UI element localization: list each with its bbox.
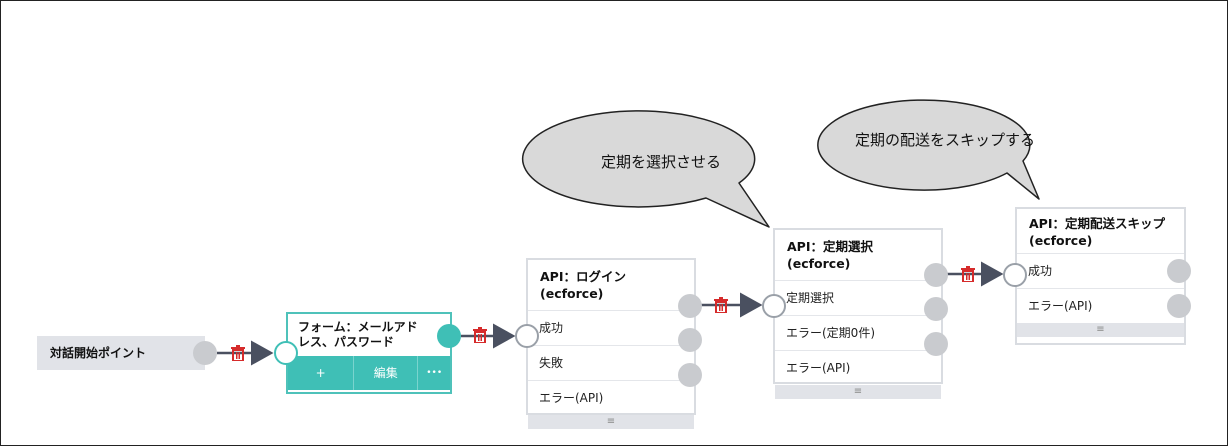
- drag-handle-icon[interactable]: ≡: [528, 415, 694, 429]
- form-input-port[interactable]: [274, 341, 298, 365]
- api-select-row: エラー(定期0件): [775, 315, 941, 350]
- trash-icon[interactable]: [231, 345, 245, 361]
- more-button[interactable]: •••: [426, 368, 443, 378]
- api-login-node[interactable]: API：ログイン(ecforce) 成功 失敗 エラー(API) ≡: [526, 258, 696, 429]
- form-node-actions: + 編集 •••: [288, 356, 450, 390]
- bubble-text-skip: 定期の配送をスキップする: [854, 131, 1035, 149]
- start-node[interactable]: 対話開始ポイント: [37, 336, 205, 370]
- row-label: 定期選択: [786, 291, 835, 305]
- api-select-row: エラー(API): [775, 350, 941, 385]
- row-label: エラー(API): [1028, 299, 1093, 313]
- api-skip-title: API：定期配送スキップ(ecforce): [1029, 216, 1165, 248]
- api-login-input-port[interactable]: [515, 324, 539, 348]
- api-login-output-port-success[interactable]: [678, 294, 702, 318]
- api-select-output-port-selected[interactable]: [924, 263, 948, 287]
- row-label: エラー(定期0件): [786, 326, 875, 340]
- api-skip-input-port[interactable]: [1003, 263, 1027, 287]
- api-login-row: エラー(API): [528, 380, 694, 415]
- drag-handle-icon[interactable]: ≡: [775, 385, 941, 399]
- row-label: 成功: [1028, 264, 1053, 278]
- row-label: 成功: [539, 321, 564, 335]
- speech-bubble-skip: [817, 99, 1040, 200]
- api-skip-node[interactable]: API：定期配送スキップ(ecforce) 成功 エラー(API) ≡: [1015, 207, 1186, 345]
- api-login-row: 成功: [528, 310, 694, 345]
- api-login-output-port-error[interactable]: [678, 363, 702, 387]
- row-label: 失敗: [539, 356, 564, 370]
- start-node-label: 対話開始ポイント: [50, 346, 147, 360]
- api-skip-row: 成功: [1017, 253, 1184, 288]
- api-skip-output-port-success[interactable]: [1167, 259, 1191, 283]
- edit-button[interactable]: 編集: [354, 356, 419, 390]
- row-label: エラー(API): [539, 391, 604, 405]
- add-button[interactable]: +: [288, 356, 355, 390]
- api-login-row: 失敗: [528, 345, 694, 380]
- api-select-input-port[interactable]: [762, 294, 786, 318]
- drag-handle-icon[interactable]: ≡: [1017, 323, 1184, 337]
- bubble-text-select: 定期を選択させる: [600, 153, 721, 171]
- api-select-output-port-error[interactable]: [924, 332, 948, 356]
- api-select-title: API：定期選択(ecforce): [787, 239, 873, 271]
- api-login-title: API：ログイン(ecforce): [540, 269, 626, 301]
- trash-icon[interactable]: [961, 266, 975, 282]
- api-select-node[interactable]: API：定期選択(ecforce) 定期選択 エラー(定期0件) エラー(API…: [773, 228, 943, 399]
- trash-icon[interactable]: [714, 297, 728, 313]
- form-node[interactable]: フォーム：メールアドレス、パスワード + 編集 •••: [286, 312, 452, 394]
- row-label: エラー(API): [786, 361, 851, 375]
- api-select-row: 定期選択: [775, 280, 941, 315]
- trash-icon[interactable]: [473, 327, 487, 343]
- api-select-output-port-empty[interactable]: [924, 297, 948, 321]
- form-output-port[interactable]: [437, 324, 461, 348]
- start-output-port[interactable]: [193, 341, 217, 365]
- form-node-title: フォーム：メールアドレス、パスワード: [298, 320, 418, 349]
- api-skip-output-port-error[interactable]: [1167, 294, 1191, 318]
- speech-bubble-select: [521, 110, 770, 228]
- api-login-output-port-failure[interactable]: [678, 328, 702, 352]
- api-skip-row: エラー(API): [1017, 288, 1184, 323]
